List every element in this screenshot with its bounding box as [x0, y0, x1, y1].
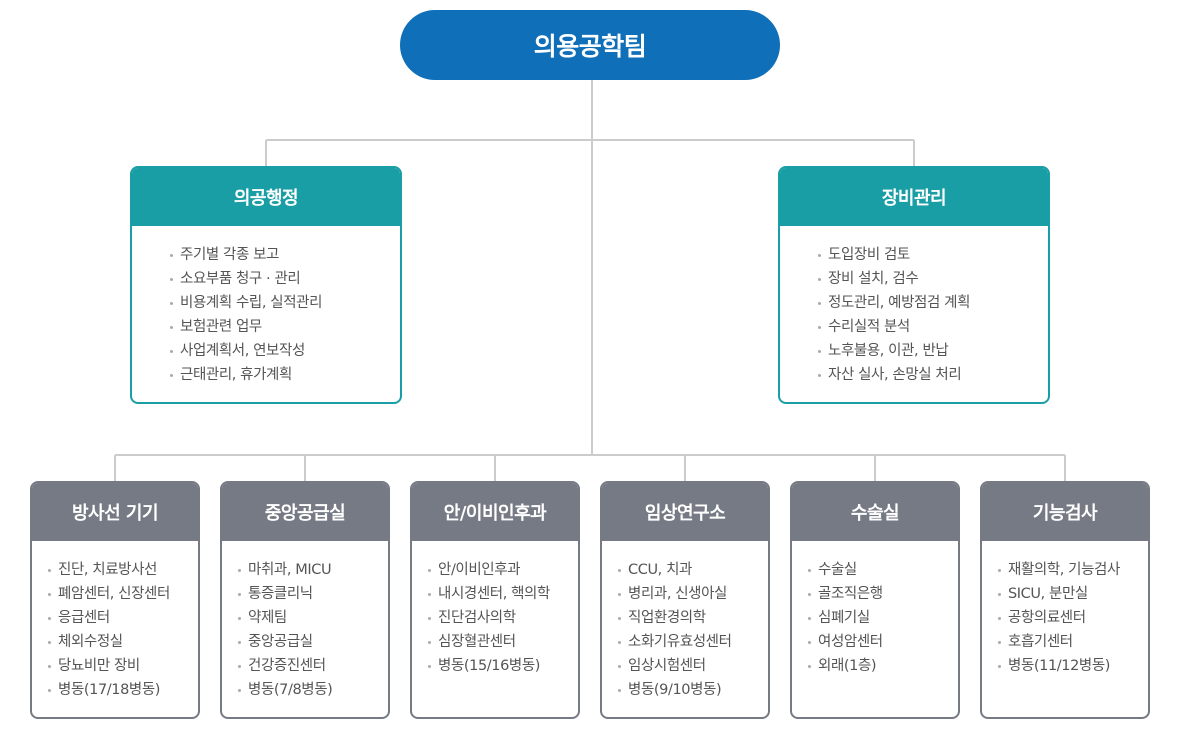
list-item: 진단, 치료방사선 — [48, 558, 198, 582]
unit-card-equipment: 장비관리 도입장비 검토 장비 설치, 검수 정도관리, 예방점검 계획 수리실… — [778, 166, 1050, 404]
list-item: 임상시험센터 — [618, 654, 768, 678]
list-item: 주기별 각종 보고 — [170, 243, 400, 267]
list-item: 소요부품 청구 · 관리 — [170, 267, 400, 291]
unit-task-list: CCU, 치과 병리과, 신생아실 직업환경의학 소화기유효성센터 임상시험센터… — [602, 541, 768, 702]
unit-card-admin: 의공행정 주기별 각종 보고 소요부품 청구 · 관리 비용계획 수립, 실적관… — [130, 166, 402, 404]
unit-card-radiology: 방사선 기기 진단, 치료방사선 폐암센터, 신장센터 응급센터 체외수정실 당… — [30, 481, 200, 719]
list-item: 건강증진센터 — [238, 654, 388, 678]
list-item: 사업계획서, 연보작성 — [170, 339, 400, 363]
list-item: 보험관련 업무 — [170, 315, 400, 339]
list-item: 직업환경의학 — [618, 606, 768, 630]
list-item: 수리실적 분석 — [818, 315, 1048, 339]
list-item: 체외수정실 — [48, 630, 198, 654]
list-item: 근태관리, 휴가계획 — [170, 363, 400, 387]
list-item: 자산 실사, 손망실 처리 — [818, 363, 1048, 387]
unit-title: 안/이비인후과 — [412, 483, 578, 541]
list-item: 병동(17/18병동) — [48, 678, 198, 702]
list-item: 폐암센터, 신장센터 — [48, 582, 198, 606]
list-item: 응급센터 — [48, 606, 198, 630]
list-item: 약제팀 — [238, 606, 388, 630]
list-item: 공항의료센터 — [998, 606, 1148, 630]
list-item: 노후불용, 이관, 반납 — [818, 339, 1048, 363]
unit-title: 기능검사 — [982, 483, 1148, 541]
unit-task-list: 마취과, MICU 통증클리닉 약제팀 중앙공급실 건강증진센터 병동(7/8병… — [222, 541, 388, 702]
list-item: 도입장비 검토 — [818, 243, 1048, 267]
list-item: 병동(9/10병동) — [618, 678, 768, 702]
list-item: CCU, 치과 — [618, 558, 768, 582]
unit-task-list: 진단, 치료방사선 폐암센터, 신장센터 응급센터 체외수정실 당뇨비만 장비 … — [32, 541, 198, 702]
list-item: 내시경센터, 핵의학 — [428, 582, 578, 606]
list-item: 심폐기실 — [808, 606, 958, 630]
unit-task-list: 수술실 골조직은행 심폐기실 여성암센터 외래(1층) — [792, 541, 958, 678]
list-item: 장비 설치, 검수 — [818, 267, 1048, 291]
unit-title: 장비관리 — [780, 168, 1048, 226]
unit-title: 수술실 — [792, 483, 958, 541]
list-item: 정도관리, 예방점검 계획 — [818, 291, 1048, 315]
unit-card-operating-room: 수술실 수술실 골조직은행 심폐기실 여성암센터 외래(1층) — [790, 481, 960, 719]
list-item: 재활의학, 기능검사 — [998, 558, 1148, 582]
unit-card-function-test: 기능검사 재활의학, 기능검사 SICU, 분만실 공항의료센터 호흡기센터 병… — [980, 481, 1150, 719]
list-item: 심장혈관센터 — [428, 630, 578, 654]
list-item: 외래(1층) — [808, 654, 958, 678]
list-item: 비용계획 수립, 실적관리 — [170, 291, 400, 315]
unit-title: 중앙공급실 — [222, 483, 388, 541]
list-item: 병리과, 신생아실 — [618, 582, 768, 606]
list-item: 통증클리닉 — [238, 582, 388, 606]
unit-card-clinical-research: 임상연구소 CCU, 치과 병리과, 신생아실 직업환경의학 소화기유효성센터 … — [600, 481, 770, 719]
unit-title: 방사선 기기 — [32, 483, 198, 541]
unit-card-central-supply: 중앙공급실 마취과, MICU 통증클리닉 약제팀 중앙공급실 건강증진센터 병… — [220, 481, 390, 719]
list-item: 안/이비인후과 — [428, 558, 578, 582]
list-item: SICU, 분만실 — [998, 582, 1148, 606]
unit-card-eye-ent: 안/이비인후과 안/이비인후과 내시경센터, 핵의학 진단검사의학 심장혈관센터… — [410, 481, 580, 719]
list-item: 병동(7/8병동) — [238, 678, 388, 702]
unit-title: 의공행정 — [132, 168, 400, 226]
list-item: 여성암센터 — [808, 630, 958, 654]
list-item: 호흡기센터 — [998, 630, 1148, 654]
unit-task-list: 주기별 각종 보고 소요부품 청구 · 관리 비용계획 수립, 실적관리 보험관… — [132, 226, 400, 387]
list-item: 병동(11/12병동) — [998, 654, 1148, 678]
unit-title: 임상연구소 — [602, 483, 768, 541]
list-item: 중앙공급실 — [238, 630, 388, 654]
unit-task-list: 안/이비인후과 내시경센터, 핵의학 진단검사의학 심장혈관센터 병동(15/1… — [412, 541, 578, 678]
unit-task-list: 재활의학, 기능검사 SICU, 분만실 공항의료센터 호흡기센터 병동(11/… — [982, 541, 1148, 678]
unit-task-list: 도입장비 검토 장비 설치, 검수 정도관리, 예방점검 계획 수리실적 분석 … — [780, 226, 1048, 387]
list-item: 병동(15/16병동) — [428, 654, 578, 678]
list-item: 소화기유효성센터 — [618, 630, 768, 654]
list-item: 수술실 — [808, 558, 958, 582]
list-item: 골조직은행 — [808, 582, 958, 606]
root-node: 의용공학팀 — [400, 10, 780, 80]
list-item: 진단검사의학 — [428, 606, 578, 630]
list-item: 당뇨비만 장비 — [48, 654, 198, 678]
list-item: 마취과, MICU — [238, 558, 388, 582]
